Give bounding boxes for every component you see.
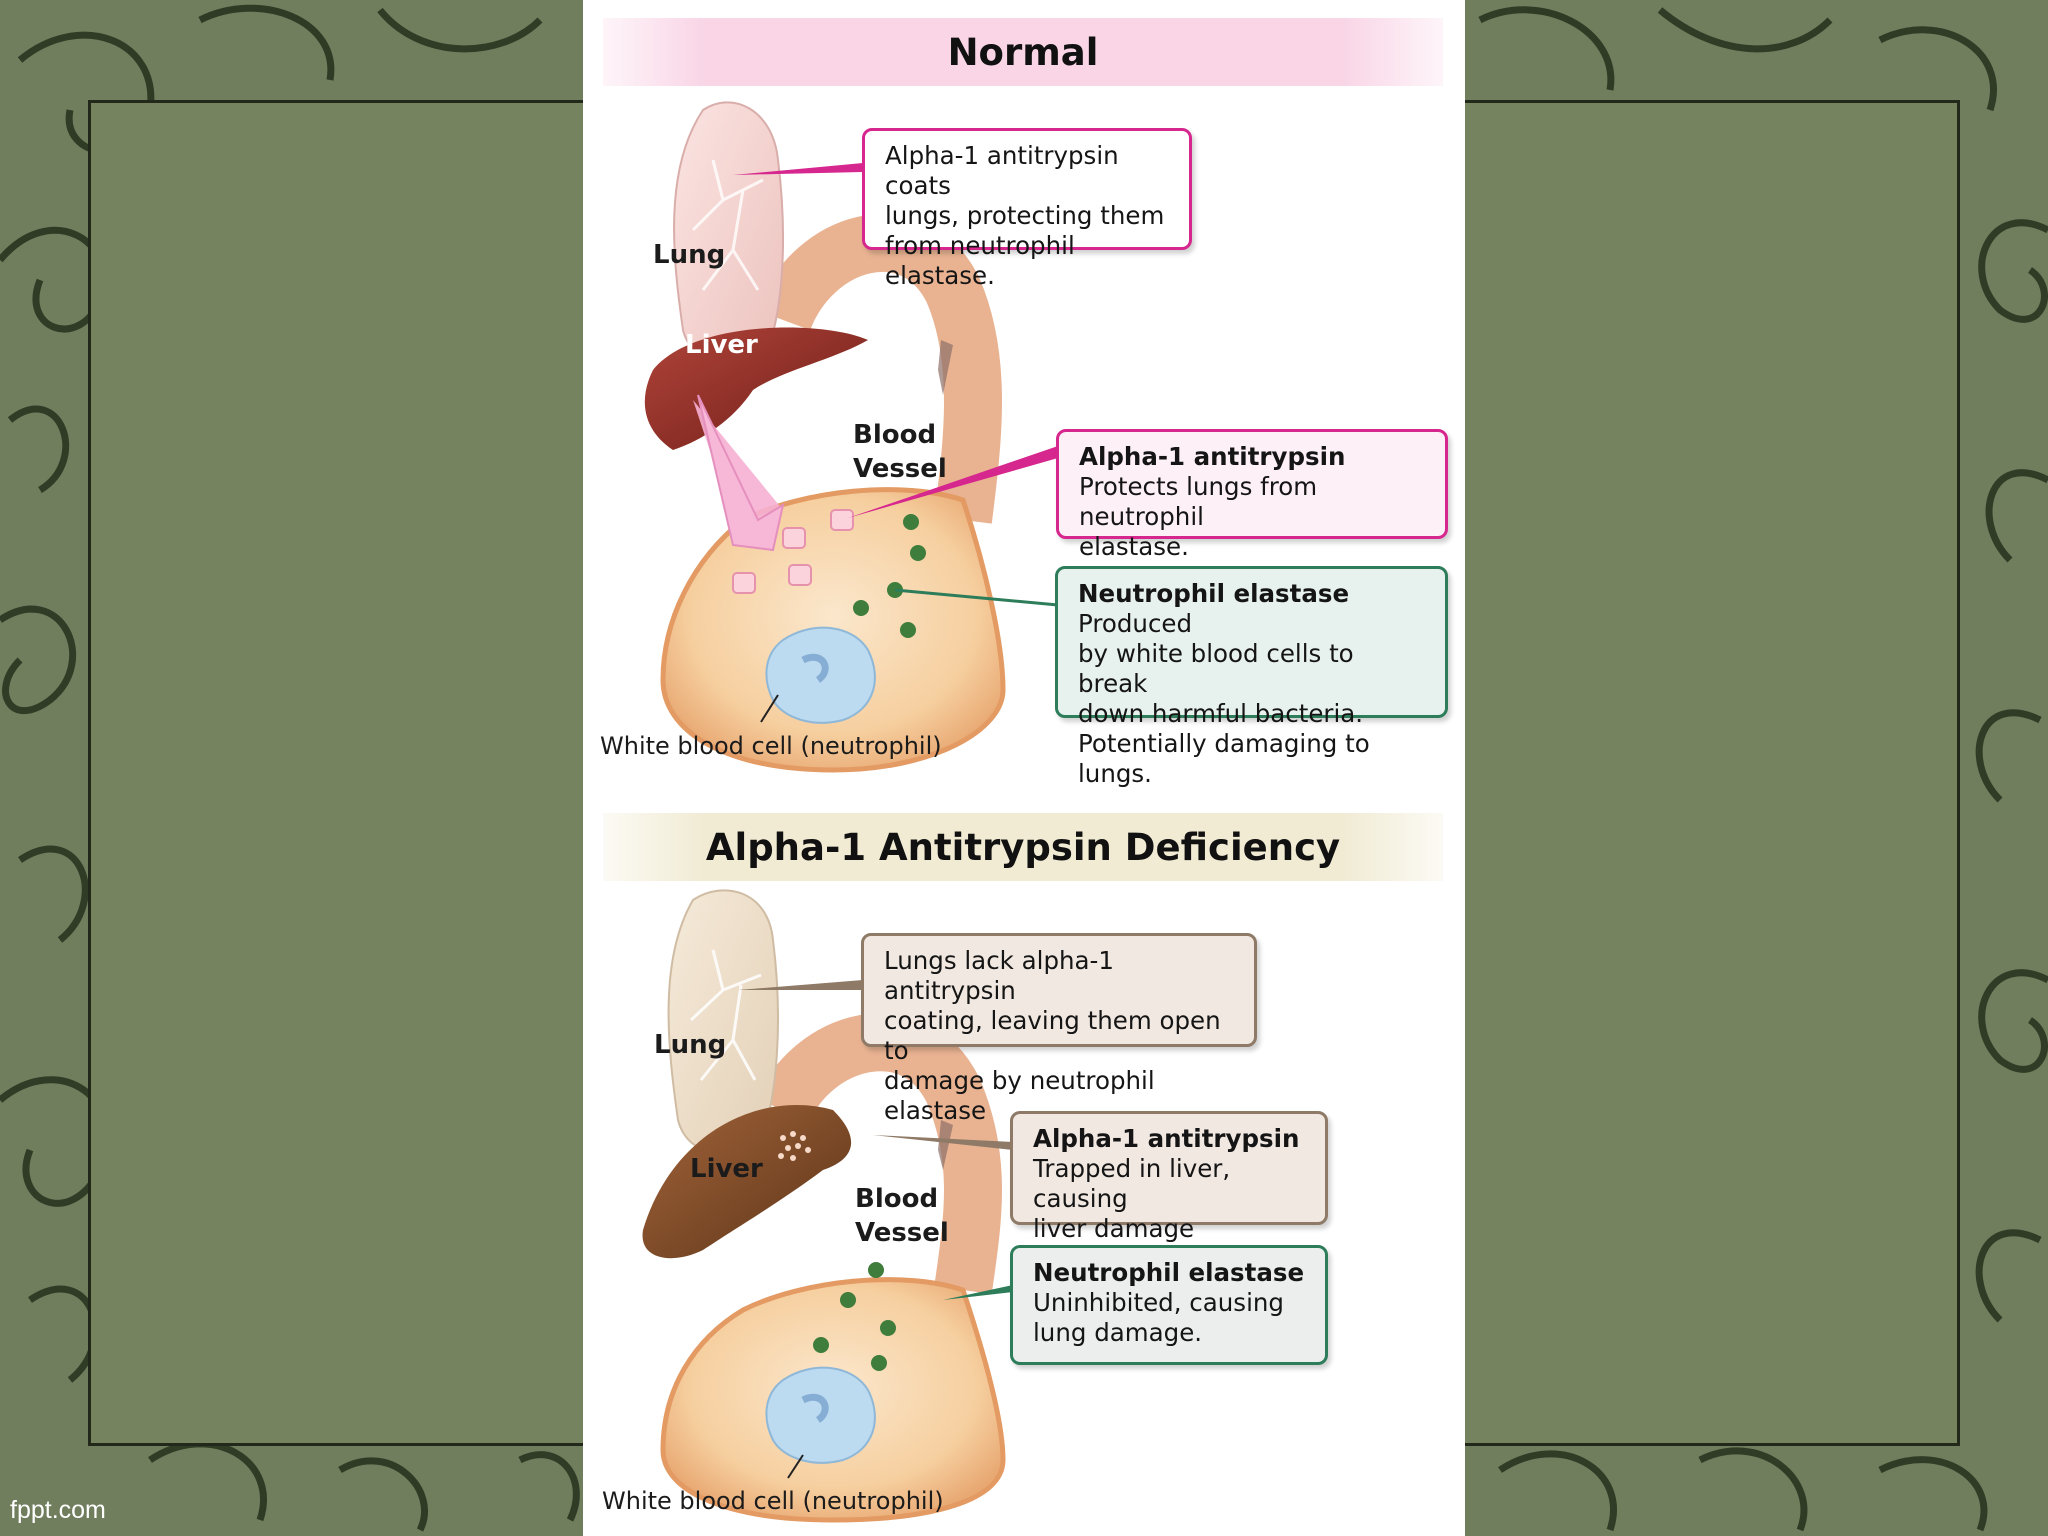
callout-ne-deficiency: Neutrophil elastase Uninhibited, causing… [1010,1245,1328,1365]
callout-aat-deficiency-line2: liver damage [1033,1214,1305,1244]
callout-ne-deficiency-heading: Neutrophil elastase [1033,1258,1305,1288]
label-vessel-normal: Blood Vessel [853,418,947,486]
callout-aat-deficiency-line1: Trapped in liver, causing [1033,1154,1305,1214]
label-vessel-line2: Vessel [855,1216,949,1250]
callout-aat-normal-line1: Protects lungs from neutrophil [1079,472,1425,532]
callout-aat-deficiency: Alpha-1 antitrypsin Trapped in liver, ca… [1010,1111,1328,1225]
label-vessel-line1: Blood [855,1182,949,1216]
callout-lung-deficiency: Lungs lack alpha-1 antitrypsin coating, … [861,933,1257,1047]
callout-lung-deficiency-line2: coating, leaving them open to [884,1006,1234,1066]
callout-aat-deficiency-heading: Alpha-1 antitrypsin [1033,1124,1305,1154]
callout-lung-deficiency-line1: Lungs lack alpha-1 antitrypsin [884,946,1234,1006]
callout-ne-normal-line2: by white blood cells to break [1078,639,1425,699]
label-liver-deficiency: Liver [690,1152,763,1186]
callout-lung-normal-line2: lungs, protecting them [885,201,1169,231]
callout-ne-normal-heading: Neutrophil elastase [1078,579,1349,608]
callout-ne-normal-line1: Produced [1078,609,1192,638]
callout-aat-normal-heading: Alpha-1 antitrypsin [1079,442,1425,472]
caption-neutrophil-deficiency: White blood cell (neutrophil) [602,1487,944,1515]
callout-lung-normal-line3: from neutrophil elastase. [885,231,1169,291]
callout-ne-normal-line4: Potentially damaging to lungs. [1078,729,1425,789]
label-lung-normal: Lung [653,238,725,272]
label-vessel-deficiency: Blood Vessel [855,1182,949,1250]
section-title-normal: Normal [603,18,1443,86]
section-title-deficiency: Alpha-1 Antitrypsin Deficiency [603,813,1443,881]
label-vessel-line1: Blood [853,418,947,452]
label-vessel-line2: Vessel [853,452,947,486]
callout-ne-normal-line3: down harmful bacteria. [1078,699,1425,729]
diagram-panel: Normal Alpha-1 Antitrypsin Deficiency Lu… [583,0,1465,1536]
callout-ne-deficiency-line2: lung damage. [1033,1318,1305,1348]
callout-ne-deficiency-line1: Uninhibited, causing [1033,1288,1305,1318]
callout-ne-normal: Neutrophil elastase Produced by white bl… [1055,566,1448,718]
callout-aat-normal-line2: elastase. [1079,532,1425,562]
label-liver-normal: Liver [685,328,758,362]
callout-lung-normal-line1: Alpha-1 antitrypsin coats [885,141,1169,201]
callout-aat-normal: Alpha-1 antitrypsin Protects lungs from … [1056,429,1448,539]
caption-neutrophil-normal: White blood cell (neutrophil) [600,732,942,760]
lung-normal [674,102,783,365]
label-lung-deficiency: Lung [654,1028,726,1062]
callout-lung-normal: Alpha-1 antitrypsin coats lungs, protect… [862,128,1192,250]
footer-brand: fppt.com [10,1496,106,1525]
